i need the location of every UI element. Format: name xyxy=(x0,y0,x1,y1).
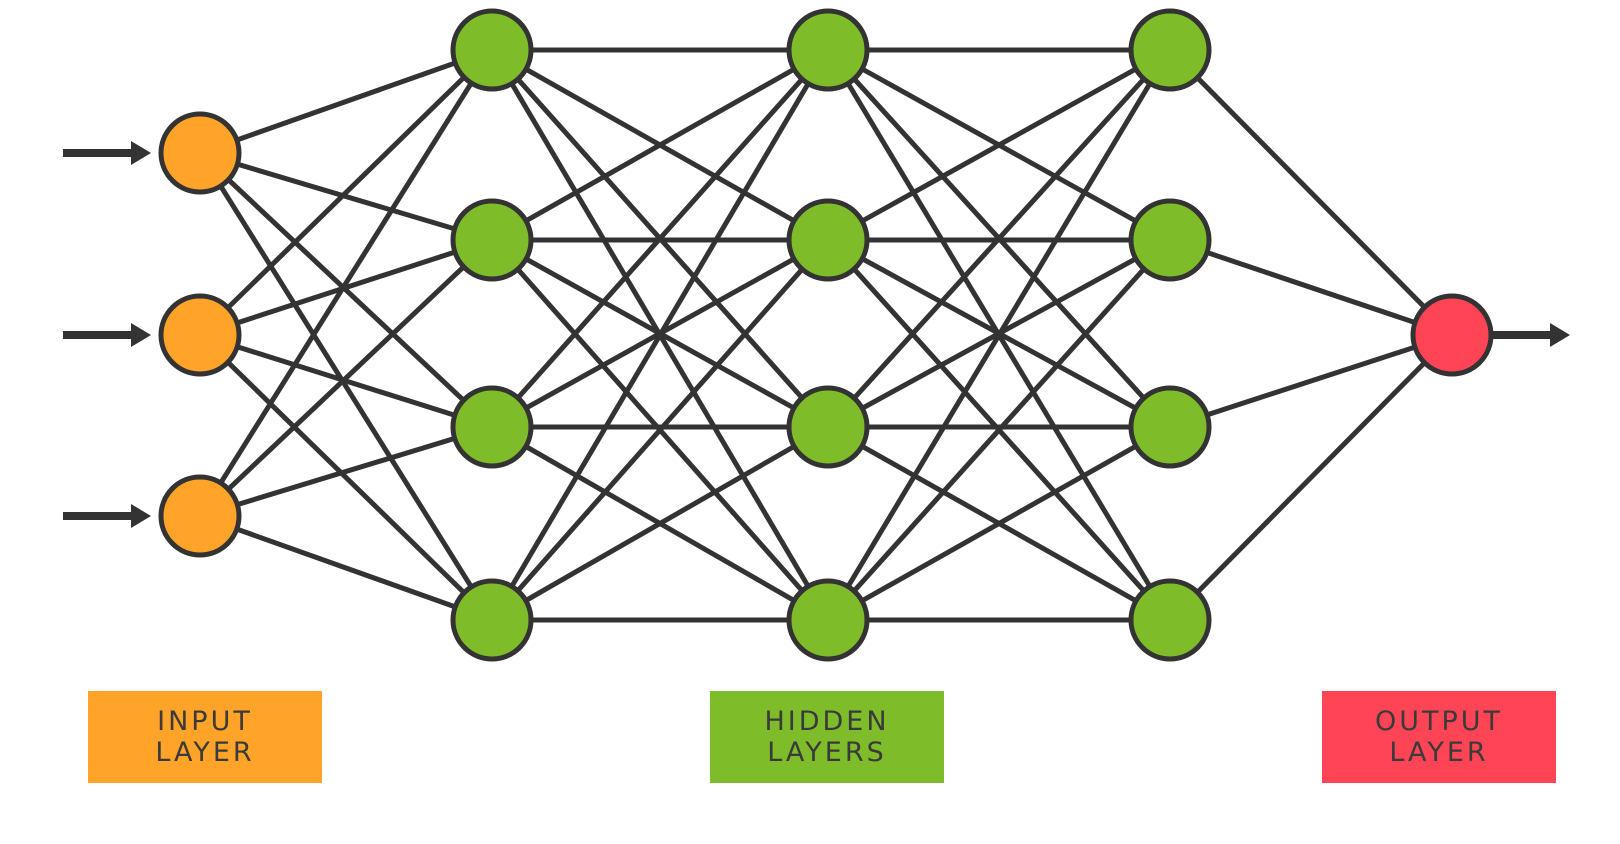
hidden-layers-label: HIDDEN LAYERS xyxy=(710,691,944,783)
connection-l2-n2-to-n0 xyxy=(826,48,1172,429)
input-arrow-icon-1 xyxy=(63,141,151,165)
hidden-label-line2: LAYERS xyxy=(767,737,887,768)
connection-l1-n3-to-n2 xyxy=(490,424,830,623)
connection-l0-n2-to-n2 xyxy=(199,424,493,519)
hidden-node-l1-2 xyxy=(450,198,534,282)
hidden-node-l3-1 xyxy=(1128,8,1212,92)
output-label-line1: OUTPUT xyxy=(1374,706,1504,737)
connection-l0-n2-to-n0 xyxy=(197,48,495,518)
output-layer-label: OUTPUT LAYER xyxy=(1322,691,1556,783)
input-arrow-icon-2 xyxy=(63,323,151,347)
connection-l3-n1-to-n0 xyxy=(1169,237,1453,338)
input-label-line1: INPUT xyxy=(157,706,253,737)
output-arrow-icon xyxy=(1491,323,1570,347)
input-layer-label: INPUT LAYER xyxy=(88,691,322,783)
arrows xyxy=(63,141,1570,528)
input-node-2 xyxy=(158,293,242,377)
connection-l2-n3-to-n0 xyxy=(825,48,1173,622)
connection-l0-n1-to-n3 xyxy=(198,333,494,622)
connection-l0-n0-to-n0 xyxy=(199,47,493,156)
connections xyxy=(197,47,1454,623)
hidden-node-l3-3 xyxy=(1128,385,1212,469)
hidden-node-l1-1 xyxy=(450,8,534,92)
hidden-label-line1: HIDDEN xyxy=(764,706,890,737)
input-arrow-icon-3 xyxy=(63,504,151,528)
input-node-1 xyxy=(158,111,242,195)
connection-l0-n0-to-n1 xyxy=(199,150,493,243)
output-label-line2: LAYER xyxy=(1389,737,1489,768)
hidden-node-l2-4 xyxy=(786,578,870,662)
connection-l0-n2-to-n1 xyxy=(198,238,494,518)
hidden-node-l2-2 xyxy=(786,198,870,282)
connection-l2-n3-to-n2 xyxy=(826,424,1172,623)
connection-l2-n3-to-n1 xyxy=(826,238,1172,622)
connection-l0-n2-to-n3 xyxy=(199,513,493,623)
connection-l3-n3-to-n0 xyxy=(1168,333,1454,622)
connection-l1-n1-to-n0 xyxy=(490,47,830,243)
input-label-line2: LAYER xyxy=(155,737,255,768)
hidden-node-l3-2 xyxy=(1128,198,1212,282)
connection-l0-n0-to-n3 xyxy=(197,151,495,622)
nodes xyxy=(158,8,1494,662)
connection-l1-n3-to-n0 xyxy=(489,48,831,622)
hidden-node-l1-4 xyxy=(450,578,534,662)
hidden-node-l2-1 xyxy=(786,8,870,92)
connection-l1-n3-to-n1 xyxy=(490,238,830,622)
connection-l3-n0-to-n0 xyxy=(1168,48,1454,337)
connection-l0-n1-to-n0 xyxy=(198,48,494,337)
output-node-1 xyxy=(1410,293,1494,377)
connection-l3-n2-to-n0 xyxy=(1169,332,1453,430)
hidden-node-l3-4 xyxy=(1128,578,1212,662)
hidden-node-l2-3 xyxy=(786,385,870,469)
hidden-node-l1-3 xyxy=(450,385,534,469)
connection-l1-n2-to-n0 xyxy=(490,48,830,429)
connection-l2-n1-to-n0 xyxy=(826,47,1172,243)
input-node-3 xyxy=(158,474,242,558)
